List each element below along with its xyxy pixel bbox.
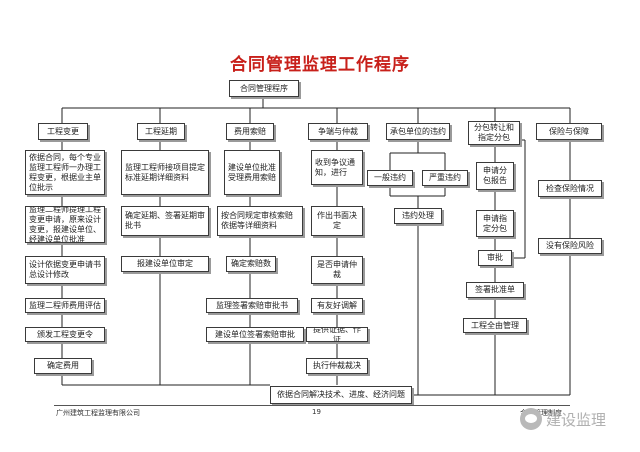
subcontract-designated: 申请指定分包 [476,210,514,237]
subcontract-request: 申请分包报告 [476,162,514,190]
col-head-claim: 费用索赔 [226,123,274,140]
dispute-step-1: 收到争议通知，进行 [311,150,363,185]
dispute-step-4: 有友好调解 [311,298,363,313]
subcontract-management: 工程全由管理 [463,318,527,333]
insurance-check: 检查保险情况 [538,180,602,197]
dispute-step-6: 执行仲裁裁决 [306,358,368,374]
breach-general: 一般违约 [367,170,413,186]
wechat-bubble-icon [520,408,542,430]
claim-step-1: 建设单位批准受理费用索赔 [224,150,280,195]
subcontract-approval: 审批 [478,250,512,266]
dispute-step-5: 提供证据、作证 [306,327,368,342]
col-head-delay: 工程延期 [137,123,185,140]
breach-handling: 违约处理 [394,208,442,224]
footer-page-number: 19 [312,408,321,416]
change-step-1: 依据合同，每个专业监理工程师一办理工程变更，根据业主单位批示 [25,150,105,195]
footer-divider [54,405,570,406]
delay-step-2: 确定延期、签署延期审批书 [121,206,209,236]
footer-company: 广州建筑工程监理有限公司 [56,409,140,417]
dispute-step-2: 作出书面决定 [311,206,363,236]
watermark: 建设监理 [520,406,635,432]
watermark-text: 建设监理 [546,410,607,429]
col-head-subcontract: 分包转让和指定分包 [468,121,520,145]
delay-step-3: 报建设单位审定 [121,256,209,272]
bottom-resolution-box: 依据合同解决技术、进度、经济问题 [270,386,412,404]
col-head-insurance: 保险与保障 [536,123,602,140]
page-title: 合同管理监理工作程序 [230,55,410,75]
footer-doc-name: 合同管理制度 [520,409,562,417]
change-step-3: 设计依据变更申请书总设计修改 [25,256,105,284]
claim-step-2: 按合同规定审核索赔依据等详细资料 [217,206,303,236]
change-step-5: 颁发工程变更令 [25,327,105,342]
change-step-4: 监理二程师费用评估 [25,298,105,313]
delay-step-1: 监理工程师接项目提定标准延期详细资料 [121,150,209,195]
root-box: 合同管理程序 [229,80,299,97]
claim-step-5: 建设单位签署索赔审批 [206,327,304,342]
claim-step-3: 确定索赔数 [226,256,276,272]
change-step-2: 监理二程师提理工程变更申请，原来设计变更，报建设单位、经建设单位批准 [25,206,105,243]
breach-serious: 严重违约 [422,170,468,186]
col-head-change: 工程变更 [38,123,88,140]
insurance-risk: 没有保险风险 [538,238,602,254]
col-head-dispute: 争端与仲裁 [308,123,368,140]
claim-step-4: 监理签署索赔审批书 [206,298,298,313]
col-head-breach: 承包单位的违约 [386,123,450,140]
dispute-step-3: 是否申请仲裁 [311,256,363,284]
change-step-6: 确定费用 [34,358,92,374]
subcontract-approval-form: 签署批准单 [466,282,524,298]
